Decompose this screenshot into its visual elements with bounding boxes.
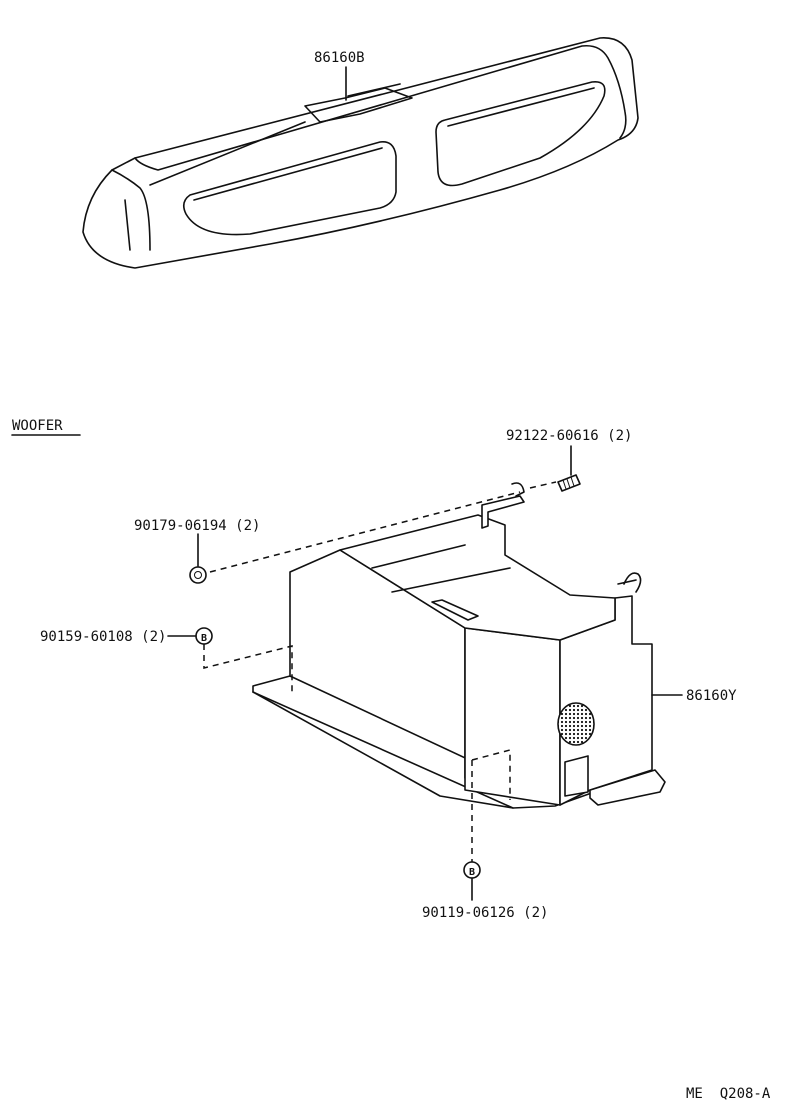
clip-bottom-letter: B [469,867,475,878]
dash-bolt-link [529,481,557,489]
woofer-box-drawing [252,482,666,809]
nut-part [189,566,207,584]
label-clip-left: 90159-60108 (2) [40,629,166,645]
bolt-part [557,474,581,492]
diagram-code: ME Q208-A [686,1086,771,1102]
clip-left-letter: B [201,633,207,644]
package-tray-drawing [82,37,639,269]
dash-nut-link [209,491,521,573]
section-label-woofer: WOOFER [12,418,63,434]
dash-clip-left-link [203,644,293,695]
label-package-tray: 86160B [314,50,365,66]
label-clip-bottom: 90119-06126 (2) [422,905,548,921]
dash-clip-bottom-link [471,749,511,862]
label-woofer-box: 86160Y [686,688,737,704]
label-bolt: 92122-60616 (2) [506,428,632,444]
label-nut: 90179-06194 (2) [134,518,260,534]
